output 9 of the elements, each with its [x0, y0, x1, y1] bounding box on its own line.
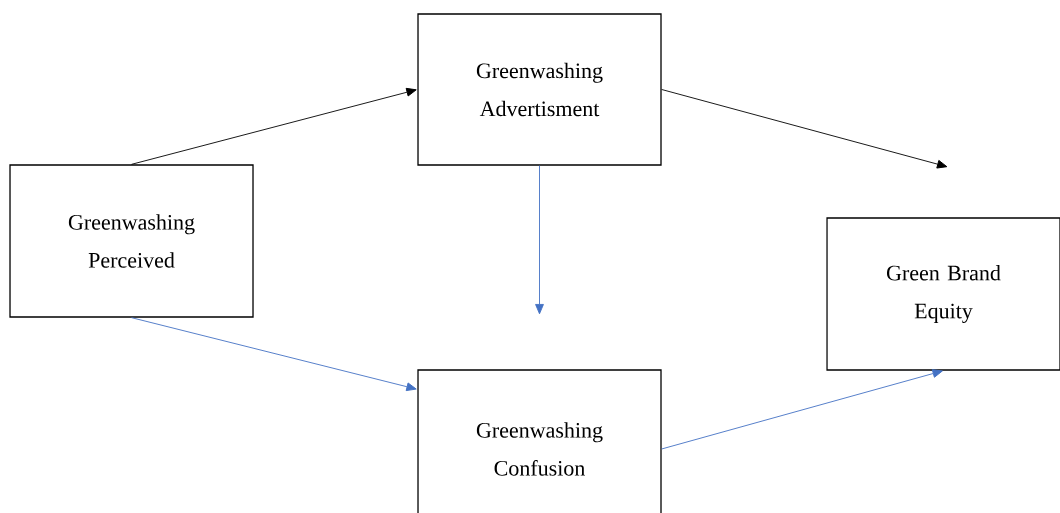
arrow	[131, 317, 417, 392]
concept-box: Greenwashing Confusion	[417, 369, 662, 513]
concept-box: Greenwashing Perceived	[9, 164, 254, 318]
arrow	[131, 87, 417, 165]
concept-box: Greenwashing Advertisment	[417, 13, 662, 166]
arrow	[535, 165, 544, 315]
arrow	[661, 89, 948, 169]
concept-box: Green Brand Equity	[826, 217, 1060, 371]
arrow	[661, 369, 943, 450]
